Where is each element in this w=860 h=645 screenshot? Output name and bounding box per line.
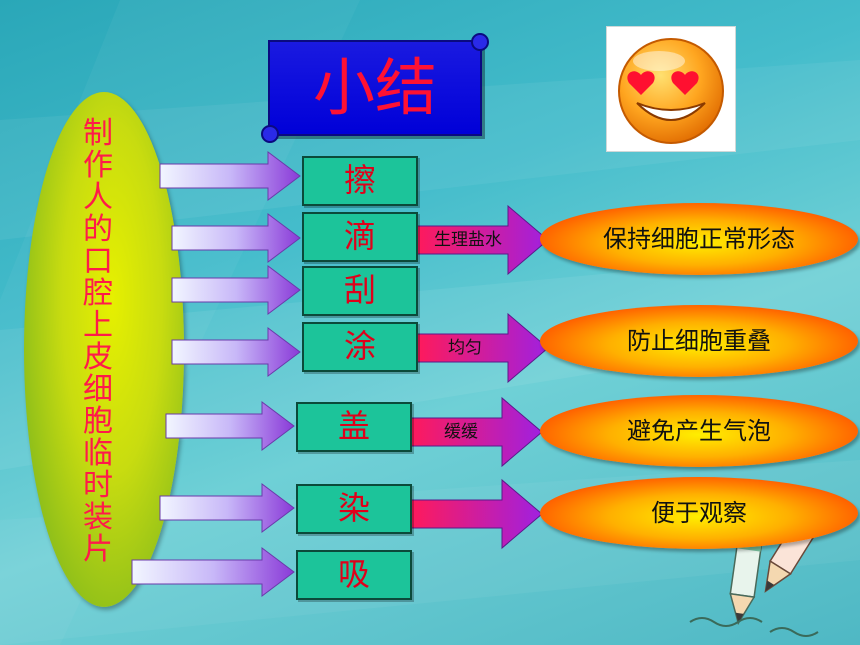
step-box-4: 涂 [302,322,418,372]
connector-label-1: 生理盐水 [434,230,502,250]
connector-label-2: 均匀 [448,338,482,358]
step-arrow-7 [131,547,295,597]
step-arrow-6 [159,483,295,533]
connector-arrow-3 [409,396,543,468]
step-box-2: 滴 [302,212,418,262]
step-box-6: 染 [296,484,412,534]
step-arrow-3 [171,265,301,315]
step-box-5: 盖 [296,402,412,452]
result-ellipse-1: 保持细胞正常形态 [540,203,858,275]
step-arrow-4 [171,327,301,377]
title-banner: 小结 [261,33,489,143]
step-arrow-5 [165,401,295,451]
connector-arrow-1 [415,204,549,276]
step-box-7: 吸 [296,550,412,600]
connector-label-3: 缓缓 [444,422,478,442]
main-oval [24,92,184,607]
smiley-heart-eyes-icon [618,38,724,144]
step-arrow-2 [171,213,301,263]
connector-arrow-2 [415,312,549,384]
result-ellipse-2: 防止细胞重叠 [540,305,858,377]
main-label: 制作人的口腔上皮细胞临时装片 [83,116,113,567]
connector-arrow-4 [409,478,543,550]
step-box-1: 擦 [302,156,418,206]
result-ellipse-3: 避免产生气泡 [540,395,858,467]
slide-title: 小结 [312,51,437,124]
step-box-3: 刮 [302,266,418,316]
smiley-frame [606,26,736,152]
result-ellipse-4: 便于观察 [540,477,858,549]
step-arrow-1 [159,151,301,201]
